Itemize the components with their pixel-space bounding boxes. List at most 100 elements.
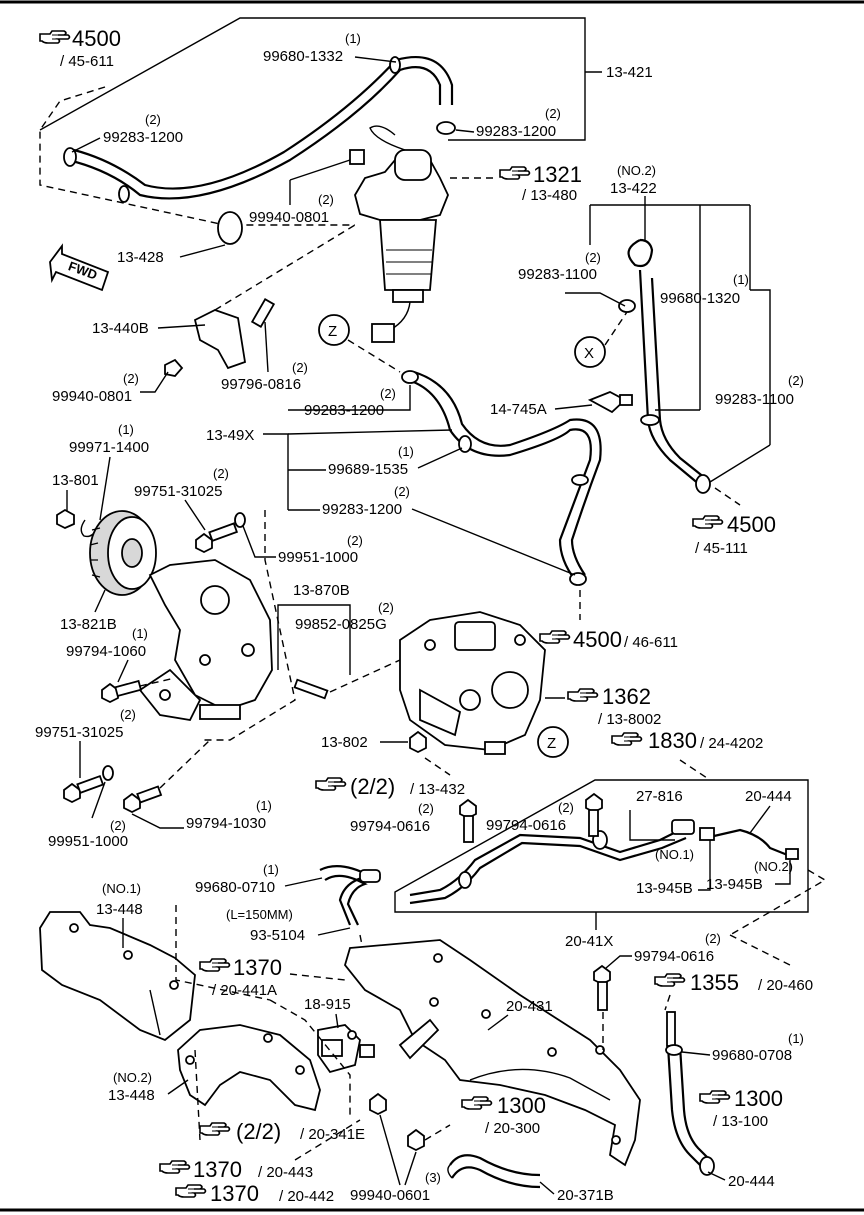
cover-13-448-no2 — [177, 1024, 321, 1112]
ref-1370-upper-sub: / 20-441A — [212, 982, 277, 999]
callout-99794-1060: 99794-1060 — [66, 643, 146, 660]
ref-4500-top[interactable]: 4500 — [72, 26, 121, 51]
ref-2-2-upper[interactable]: (2/2) — [350, 774, 395, 799]
clamp-icon — [436, 121, 456, 135]
ref-1355[interactable]: 1355 — [690, 970, 739, 995]
callout-99751-31025-a: 99751-31025 — [134, 483, 222, 500]
fwd-arrow-icon: FWD — [49, 243, 110, 292]
callout-99794-0616-a: 99794-0616 — [486, 817, 566, 834]
callout-99951-1000-a: 99951-1000 — [278, 549, 358, 566]
group-box-20-41X — [394, 779, 809, 913]
svg-text:(2): (2) — [213, 466, 229, 481]
ref-1370-upper[interactable]: 1370 — [233, 955, 282, 980]
ref-1321[interactable]: 1321 — [533, 162, 582, 187]
svg-text:(NO.2): (NO.2) — [113, 1070, 152, 1085]
bolt-99794-0616-b — [459, 798, 477, 843]
callout-20-431: 20-431 — [506, 998, 553, 1015]
callout-13-821B: 13-821B — [60, 616, 117, 633]
ref-1370-middle-sub: / 20-443 — [258, 1164, 313, 1181]
callout-13-448-a: 13-448 — [96, 901, 143, 918]
group-bracket-13-421 — [39, 17, 586, 141]
ref-1362-sub: / 13-8002 — [598, 711, 661, 728]
callout-99971-1400: 99971-1400 — [69, 439, 149, 456]
svg-text:(1): (1) — [256, 798, 272, 813]
ref-1300-mid[interactable]: 1300 — [497, 1093, 546, 1118]
ref-2-2-upper-sub: / 13-432 — [410, 781, 465, 798]
callout-99680-1332: 99680-1332 — [263, 48, 343, 65]
ref-4500-top-sub: / 45-611 — [60, 53, 114, 70]
svg-text:(1): (1) — [398, 444, 414, 459]
svg-text:(2): (2) — [545, 106, 561, 121]
svg-text:(2): (2) — [292, 360, 308, 375]
pointing-hand-icon — [199, 958, 231, 972]
marker-x-label: X — [584, 345, 594, 362]
marker-z-lower — [537, 726, 569, 758]
ref-1321-sub: / 13-480 — [522, 187, 577, 204]
svg-text:(1): (1) — [345, 31, 361, 46]
ref-1362[interactable]: 1362 — [602, 684, 651, 709]
svg-text:(3): (3) — [425, 1170, 441, 1185]
callout-99283-1200-c: 99283-1200 — [304, 402, 384, 419]
fuel-filter-assembly — [349, 125, 449, 343]
ref-4500-mid-sub: / 46-611 — [624, 634, 678, 651]
callout-99794-0616-c: 99794-0616 — [634, 948, 714, 965]
callout-13-945B-a: 13-945B — [636, 880, 693, 897]
svg-text:(2): (2) — [705, 931, 721, 946]
callout-99680-0708: 99680-0708 — [712, 1047, 792, 1064]
pointing-hand-icon — [699, 1090, 731, 1104]
marker-z-lower-label: Z — [547, 735, 556, 752]
callout-13-802: 13-802 — [321, 734, 368, 751]
callout-99951-1000-b: 99951-1000 — [48, 833, 128, 850]
bolt-99751-31025-b — [63, 774, 105, 804]
svg-text:(2): (2) — [558, 800, 574, 815]
pointing-hand-icon — [199, 1122, 231, 1136]
ref-2-2-lower[interactable]: (2/2) — [236, 1119, 281, 1144]
pointing-hand-icon — [461, 1096, 493, 1110]
pointing-hand-icon — [654, 973, 686, 987]
ref-1300-right[interactable]: 1300 — [734, 1086, 783, 1111]
callout-20-444-a: 20-444 — [745, 788, 792, 805]
callout-13-440B: 13-440B — [92, 320, 149, 337]
svg-text:(1): (1) — [132, 626, 148, 641]
ref-1300-right-sub: / 13-100 — [713, 1113, 768, 1130]
pipe-20-41X — [409, 819, 799, 905]
svg-text:(1): (1) — [788, 1031, 804, 1046]
callout-13-448-b: 13-448 — [108, 1087, 155, 1104]
ref-4500-mid[interactable]: 4500 — [573, 627, 622, 652]
svg-text:(2): (2) — [585, 250, 601, 265]
nut-13-801 — [56, 508, 75, 529]
bolt-99794-0616-c — [593, 964, 611, 1011]
callout-99940-0801-b: 99940-0801 — [52, 388, 132, 405]
callout-99940-0801-a: 99940-0801 — [249, 209, 329, 226]
callout-99680-0710: 99680-0710 — [195, 879, 275, 896]
callout-99794-0616-b: 99794-0616 — [350, 818, 430, 835]
callout-13-422: 13-422 — [610, 180, 657, 197]
callout-99940-0601: 99940-0601 — [350, 1187, 430, 1204]
svg-text:(2): (2) — [347, 533, 363, 548]
stud-99852-0825G — [293, 678, 329, 700]
ref-1830[interactable]: 1830 — [648, 728, 697, 753]
svg-text:(NO.1): (NO.1) — [102, 881, 141, 896]
ref-1370-lower[interactable]: 1370 — [210, 1181, 259, 1206]
svg-text:(2): (2) — [318, 192, 334, 207]
hose-99680-1332 — [67, 66, 442, 200]
pointing-hand-icon — [499, 166, 531, 180]
pointing-hand-icon — [159, 1160, 191, 1174]
hose-20-371B — [447, 1154, 541, 1189]
clamp-13-428 — [217, 211, 243, 245]
callout-14-745A: 14-745A — [490, 401, 547, 418]
marker-z-upper-label: Z — [328, 323, 337, 340]
ref-1370-middle[interactable]: 1370 — [193, 1157, 242, 1182]
marker-z-upper — [318, 314, 350, 346]
svg-text:(NO.1): (NO.1) — [655, 847, 694, 862]
svg-text:(1): (1) — [733, 272, 749, 287]
sensor-18-915 — [317, 1018, 440, 1074]
svg-text:(1): (1) — [118, 422, 134, 437]
dashed-guide-13-421 — [39, 86, 355, 226]
svg-text:(2): (2) — [145, 112, 161, 127]
callout-13-421: 13-421 — [606, 64, 653, 81]
pointing-hand-icon — [692, 515, 724, 529]
ref-4500-right[interactable]: 4500 — [727, 512, 776, 537]
svg-text:(1): (1) — [263, 862, 279, 877]
callout-18-915: 18-915 — [304, 996, 351, 1013]
